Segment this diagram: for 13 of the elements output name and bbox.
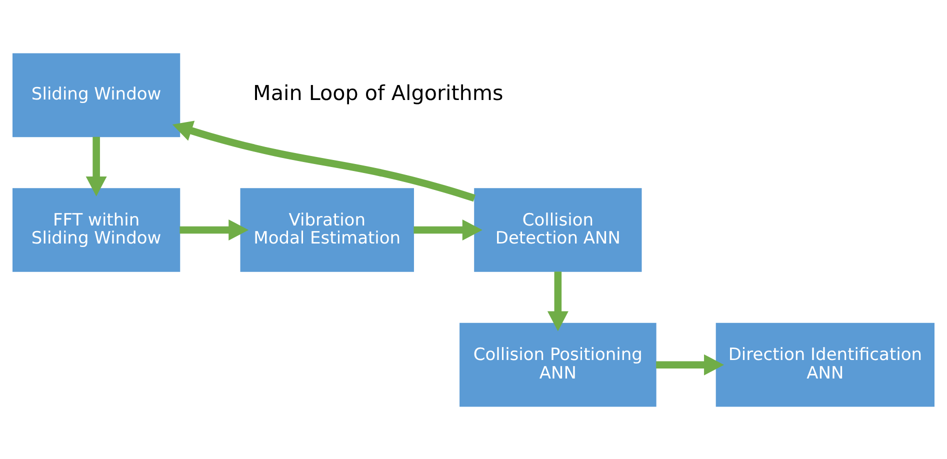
- node-box: Collision Positioning ANN: [460, 322, 656, 406]
- node-box: Collision Detection ANN: [474, 188, 642, 272]
- arrow: [172, 120, 476, 202]
- node-box: Sliding Window: [12, 52, 180, 137]
- node-box: FFT within Sliding Window: [12, 188, 180, 272]
- node-box: Vibration Modal Estimation: [240, 188, 414, 272]
- label: Main Loop of Algorithms: [253, 80, 504, 105]
- arrow: [656, 354, 724, 375]
- arrow: [547, 271, 568, 331]
- arrow: [86, 136, 107, 196]
- node-box: Direction Identification ANN: [716, 322, 934, 406]
- arrow: [180, 219, 249, 240]
- arrow: [414, 219, 482, 240]
